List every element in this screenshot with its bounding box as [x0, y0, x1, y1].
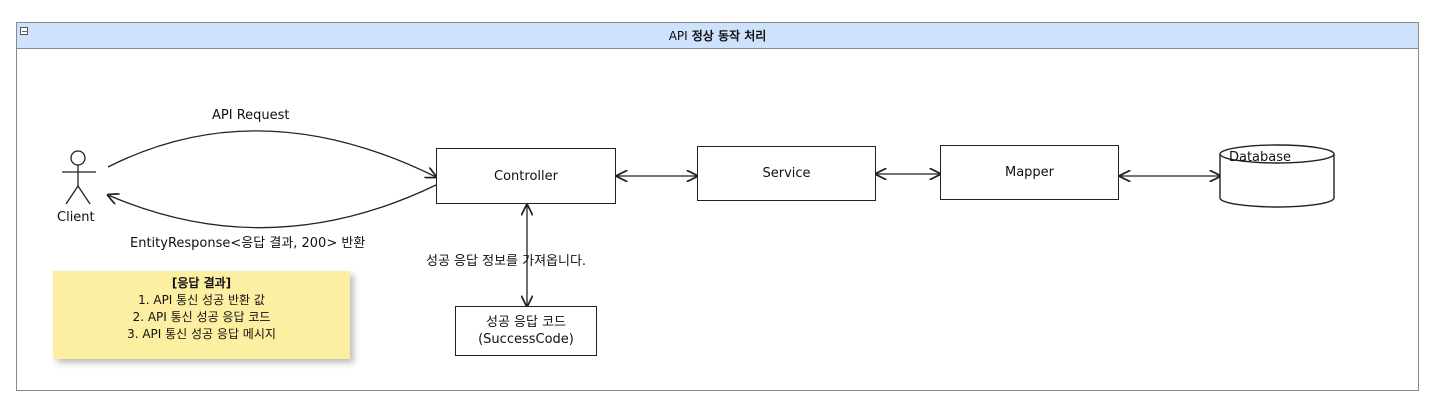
note-heading: [응답 결과] [171, 276, 232, 290]
mapper-node[interactable]: Mapper [940, 145, 1119, 200]
title-prefix: API [668, 28, 688, 43]
client-actor-icon [62, 150, 96, 205]
collapse-toggle[interactable]: − [20, 27, 28, 36]
note-item: 1. API 통신 성공 반환 값 [138, 293, 265, 307]
response-label: EntityResponse<응답 결과, 200> 반환 [130, 236, 366, 251]
request-arrow [107, 130, 436, 177]
controller-node[interactable]: Controller [436, 148, 616, 204]
success-code-label-line1: 성공 응답 코드 [485, 315, 567, 330]
response-result-note: [응답 결과] 1. API 통신 성공 반환 값 2. API 통신 성공 응… [53, 271, 350, 359]
client-label: Client [57, 210, 95, 225]
success-code-label-line2: (SuccessCode) [478, 332, 574, 347]
database-cylinder [1219, 144, 1335, 208]
request-label: API Request [212, 108, 290, 123]
note-item: 2. API 통신 성공 응답 코드 [132, 310, 271, 324]
note-item: 3. API 통신 성공 응답 메시지 [127, 327, 276, 341]
response-arrow [108, 184, 437, 229]
success-code-node[interactable]: 성공 응답 코드 (SuccessCode) [455, 306, 597, 356]
success-fetch-label: 성공 응답 정보를 가져옵니다. [426, 254, 587, 269]
controller-label: Controller [494, 168, 558, 184]
service-node[interactable]: Service [697, 146, 876, 201]
title-main: 정상 동작 처리 [691, 29, 767, 43]
mapper-label: Mapper [1004, 165, 1055, 180]
frame-title-bar: − API 정상 동작 처리 [17, 23, 1418, 49]
database-label: Database [1228, 150, 1292, 165]
service-label: Service [762, 166, 811, 181]
